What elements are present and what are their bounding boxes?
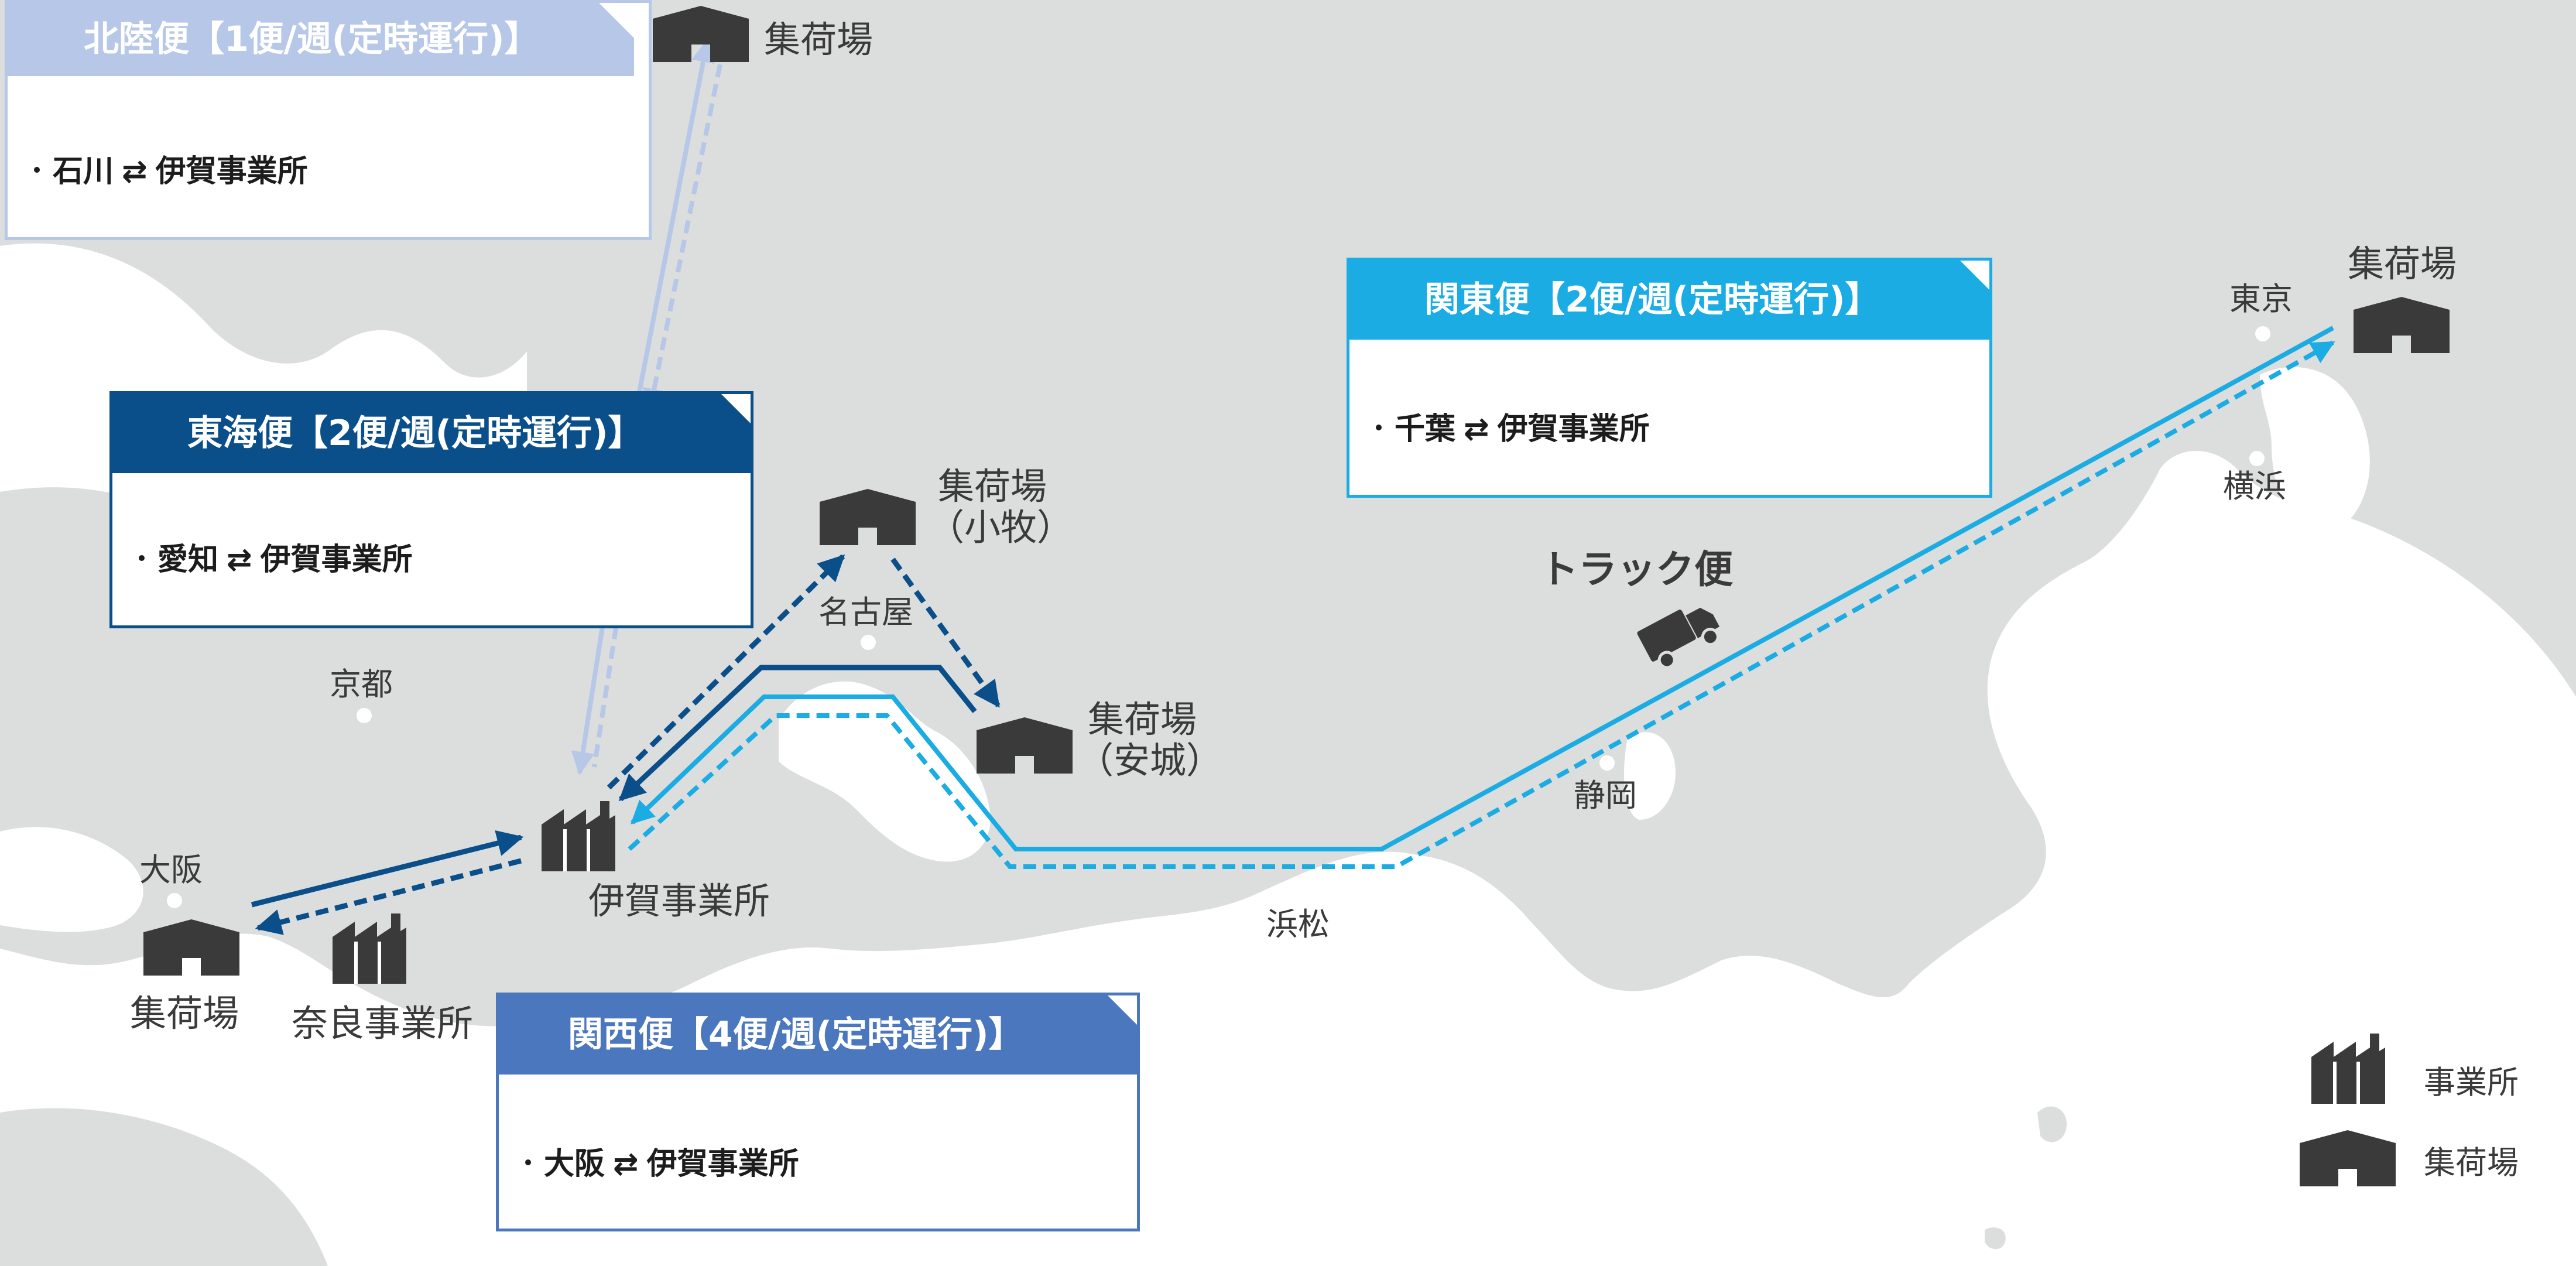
- route-from: 大阪: [544, 1147, 605, 1182]
- panel-tokai-header: 東海便【2便/週(定時運行)】: [112, 394, 751, 473]
- panel-hokuriku-route: 石川⇄伊賀事業所: [34, 146, 308, 190]
- label-depot-tokyo: 集荷場: [2348, 242, 2457, 285]
- label-depot-anjo-1: 集荷場: [1088, 698, 1197, 741]
- route-hokuriku-out: [636, 39, 715, 399]
- label-depot-komaki-1: 集荷場: [938, 465, 1047, 508]
- dot-hamamatsu: [1291, 947, 1306, 962]
- route-kanto-out: [628, 340, 2335, 869]
- route-kansai-out: [251, 830, 524, 908]
- route-tokai-return: [618, 665, 977, 802]
- exchange-arrows-icon: ⇄: [227, 542, 252, 577]
- warehouse-icon-legend: [2300, 1130, 2396, 1186]
- panel-tokai: 東海便【2便/週(定時運行)】 愛知⇄伊賀事業所: [109, 391, 753, 628]
- route-kansai-back: [255, 858, 522, 935]
- panel-kanto-title: 関東便【2便/週(定時運行)】: [1424, 279, 1880, 320]
- label-nara: 奈良事業所: [292, 1002, 474, 1045]
- label-yokohama: 横浜: [2223, 468, 2286, 505]
- bullet-icon: [34, 167, 40, 173]
- panel-tokai-title: 東海便【2便/週(定時運行)】: [187, 413, 643, 454]
- panel-hokuriku: 北陸便【1便/週(定時運行)】 石川⇄伊賀事業所: [5, 0, 652, 240]
- route-tokai-komaki-out: [607, 554, 845, 790]
- panel-kansai-header: 関西便【4便/週(定時運行)】: [499, 995, 1137, 1075]
- panel-kanto-header: 関東便【2便/週(定時運行)】: [1349, 261, 1989, 340]
- land-shikoku: [0, 1108, 328, 1266]
- label-truck: トラック便: [1540, 547, 1733, 592]
- label-nagoya: 名古屋: [818, 594, 913, 631]
- bullet-icon: [139, 555, 145, 561]
- land-izu-islands: [1985, 1106, 2067, 1250]
- panel-hokuriku-title: 北陸便【1便/週(定時運行)】: [84, 19, 540, 60]
- panel-kansai-title: 関西便【4便/週(定時運行)】: [568, 1014, 1024, 1055]
- truck-icon: [1637, 607, 1720, 669]
- label-depot-osaka: 集荷場: [130, 992, 239, 1035]
- label-depot-hokuriku: 集荷場: [764, 18, 873, 61]
- label-hamamatsu: 浜松: [1266, 906, 1330, 943]
- exchange-arrows-icon: ⇄: [1464, 412, 1489, 447]
- route-tokai-komaki-anjo: [890, 557, 1001, 708]
- exchange-arrows-icon: ⇄: [122, 154, 148, 189]
- dot-yokohama: [2249, 451, 2265, 466]
- label-depot-komaki-2: （小牧）: [928, 506, 1074, 549]
- dot-kyoto: [357, 708, 372, 723]
- dot-shizuoka: [1599, 755, 1615, 771]
- route-to: 伊賀事業所: [155, 154, 308, 189]
- panel-tokai-route: 愛知⇄伊賀事業所: [139, 535, 413, 579]
- label-osaka: 大阪: [139, 851, 203, 888]
- factory-icon-legend: [2311, 1034, 2385, 1104]
- panel-kansai-route: 大阪⇄伊賀事業所: [525, 1139, 799, 1183]
- land-north-band: [656, 0, 2576, 258]
- panel-kanto-route: 千葉⇄伊賀事業所: [1376, 404, 1650, 448]
- legend-depot-label: 集荷場: [2424, 1144, 2519, 1181]
- label-tokyo: 東京: [2229, 280, 2293, 317]
- panel-hokuriku-header: 北陸便【1便/週(定時運行)】: [8, 3, 634, 76]
- route-from: 愛知: [157, 542, 219, 577]
- exchange-arrows-icon: ⇄: [613, 1147, 639, 1182]
- dot-nagoya: [861, 635, 876, 650]
- route-from: 千葉: [1395, 412, 1456, 447]
- label-kyoto: 京都: [330, 666, 393, 703]
- water-tokyo-bay: [2260, 367, 2370, 532]
- label-shizuoka: 静岡: [1574, 777, 1637, 814]
- label-depot-anjo-2: （安城）: [1077, 739, 1223, 782]
- route-kanto-return: [631, 326, 2334, 851]
- dot-tokyo: [2255, 326, 2270, 341]
- route-to: 伊賀事業所: [1497, 412, 1650, 447]
- bullet-icon: [1376, 425, 1382, 430]
- water-osaka-bay: [0, 827, 143, 932]
- dot-osaka: [167, 893, 182, 908]
- label-iga: 伊賀事業所: [588, 880, 770, 922]
- panel-kansai: 関西便【4便/週(定時運行)】 大阪⇄伊賀事業所: [496, 993, 1140, 1231]
- water-suruga-bay: [1624, 732, 1676, 820]
- route-to: 伊賀事業所: [646, 1147, 799, 1182]
- legend-office-label: 事業所: [2424, 1064, 2519, 1101]
- bullet-icon: [525, 1159, 531, 1165]
- route-from: 石川: [53, 154, 114, 189]
- route-to: 伊賀事業所: [260, 542, 413, 577]
- city-dots: [167, 326, 2270, 962]
- panel-kanto: 関東便【2便/週(定時運行)】 千葉⇄伊賀事業所: [1347, 258, 1992, 498]
- water-ise-bay: [779, 681, 991, 862]
